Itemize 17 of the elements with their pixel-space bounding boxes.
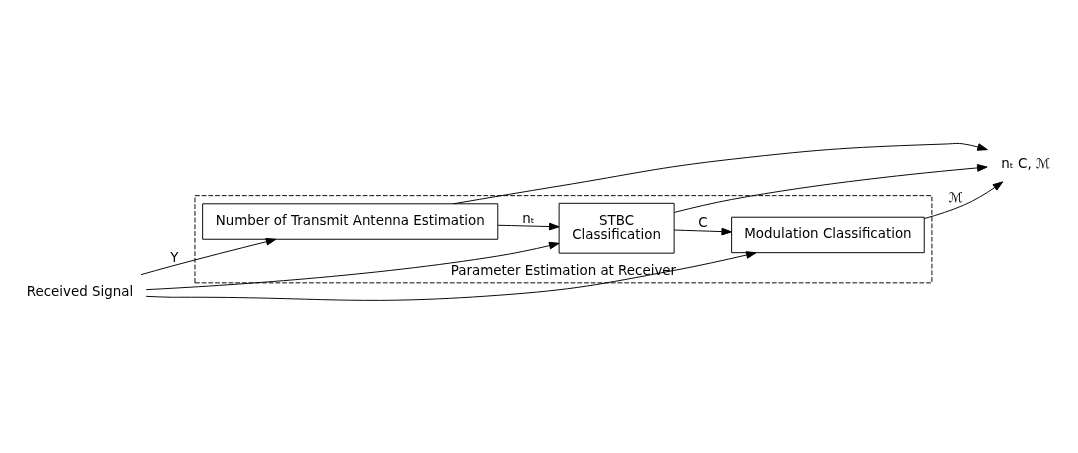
arrow bbox=[452, 142, 988, 205]
arrow bbox=[673, 164, 988, 213]
node-box: STBC Classification bbox=[558, 202, 675, 254]
edge-label: ℳ bbox=[948, 189, 964, 205]
edge-label: nₜ bbox=[522, 210, 535, 226]
arrow bbox=[140, 237, 277, 276]
arrow bbox=[673, 227, 732, 236]
arrow bbox=[145, 241, 560, 291]
arrow bbox=[923, 181, 1004, 219]
edge-label: Y bbox=[170, 249, 179, 265]
arrow bbox=[497, 222, 560, 231]
edge-label: C bbox=[698, 215, 708, 231]
node-text: Received Signal bbox=[26, 283, 134, 299]
node-box: Modulation Classification bbox=[731, 216, 925, 254]
arrow bbox=[145, 251, 757, 301]
node-text: nₜ C, ℳ bbox=[1001, 155, 1051, 171]
node-box: Number of Transmit Antenna Estimation bbox=[202, 203, 499, 240]
